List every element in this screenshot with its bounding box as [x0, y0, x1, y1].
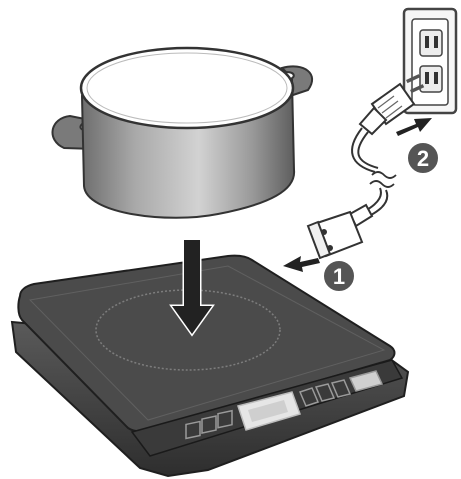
step-1-badge: 1 [323, 260, 355, 292]
appliance-connector-icon [308, 205, 372, 258]
step-2-number: 2 [417, 146, 429, 171]
step-1-number: 1 [333, 264, 345, 289]
plug-in-arrow [396, 118, 432, 136]
wall-outlet-icon [404, 9, 456, 113]
power-cord [350, 128, 396, 222]
step-2-badge: 2 [407, 142, 439, 174]
cooking-pot-icon [53, 48, 313, 218]
connect-arrow [283, 256, 320, 272]
